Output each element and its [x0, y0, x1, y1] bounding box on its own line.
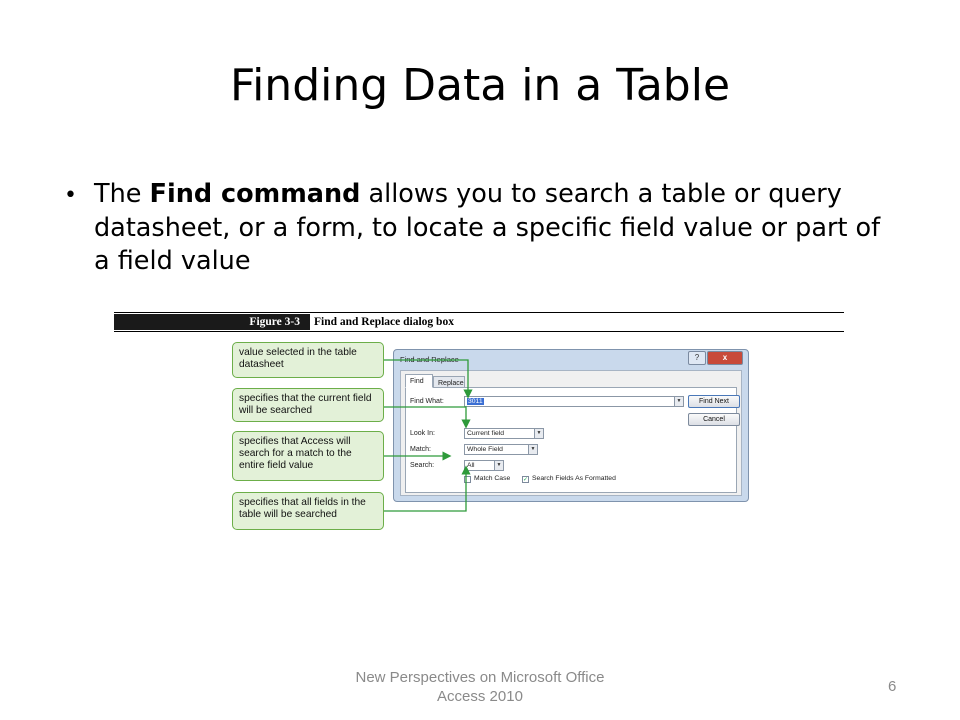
bullet-text-post: allows you to search a table or query da…: [94, 179, 881, 277]
slide-title: Finding Data in a Table: [229, 60, 731, 111]
look-in-label: Look In:: [410, 430, 435, 437]
chevron-down-icon[interactable]: ▼: [528, 445, 537, 454]
find-what-combobox[interactable]: 3011 ▼: [464, 396, 684, 407]
find-what-label: Find What:: [410, 398, 444, 405]
tab-find[interactable]: Find: [405, 374, 433, 388]
footer-line-2: Access 2010: [437, 688, 523, 705]
figure-rule-top: [114, 312, 844, 313]
bullet-item: • The Find command allows you to search …: [64, 178, 884, 279]
page-number: 6: [888, 678, 897, 695]
dialog-body: Find Replace Find What: 3011 ▼ Find Next…: [400, 370, 742, 496]
find-next-button[interactable]: Find Next: [688, 395, 740, 408]
bullet-text-bold: Find command: [149, 179, 361, 209]
connector-line: [384, 465, 471, 512]
figure: Figure 3-3 Find and Replace dialog box v…: [114, 310, 846, 550]
find-replace-dialog: Find and Replace ? x Find Replace Find W…: [393, 349, 749, 502]
look-in-value: Current field: [467, 430, 505, 437]
chevron-down-icon[interactable]: ▼: [494, 461, 503, 470]
callout-selected-value: value selected in the table datasheet: [232, 342, 384, 378]
search-value: All: [467, 462, 475, 469]
search-formatted-label: Search Fields As Formatted: [532, 475, 616, 482]
search-label: Search:: [410, 462, 435, 469]
bullet-marker: •: [64, 183, 77, 208]
bullet-text-pre: The: [94, 179, 150, 209]
match-case-checkbox[interactable]: [464, 476, 471, 483]
match-case-label: Match Case: [474, 475, 511, 482]
figure-label: Figure 3-3: [114, 314, 310, 330]
footer-line-1: New Perspectives on Microsoft Office: [355, 669, 605, 686]
match-label: Match:: [410, 446, 432, 453]
connector-line: [384, 406, 471, 429]
cancel-button[interactable]: Cancel: [688, 413, 740, 426]
connector-line: [384, 359, 473, 399]
find-what-value: 3011: [467, 398, 484, 405]
match-value: Whole Field: [467, 446, 503, 453]
figure-caption: Find and Replace dialog box: [314, 316, 454, 328]
look-in-dropdown[interactable]: Current field ▼: [464, 428, 544, 439]
callout-current-field: specifies that the current field will be…: [232, 388, 384, 422]
chevron-down-icon[interactable]: ▼: [534, 429, 543, 438]
close-icon[interactable]: x: [707, 351, 743, 365]
match-dropdown[interactable]: Whole Field ▼: [464, 444, 538, 455]
callout-whole-field: specifies that Access will search for a …: [232, 431, 384, 481]
find-tab-panel: Find What: 3011 ▼ Find Next Cancel Look …: [405, 387, 740, 493]
footer-text: New Perspectives on Microsoft Office Acc…: [300, 668, 660, 706]
figure-rule-bottom: [114, 331, 844, 332]
bullet-text: The Find command allows you to search a …: [94, 178, 884, 279]
chevron-down-icon[interactable]: ▼: [674, 397, 683, 406]
search-formatted-checkbox[interactable]: ✓: [522, 476, 529, 483]
callout-search-all: specifies that all fields in the table w…: [232, 492, 384, 530]
help-icon[interactable]: ?: [688, 351, 706, 365]
callout-connectors: [384, 359, 473, 512]
